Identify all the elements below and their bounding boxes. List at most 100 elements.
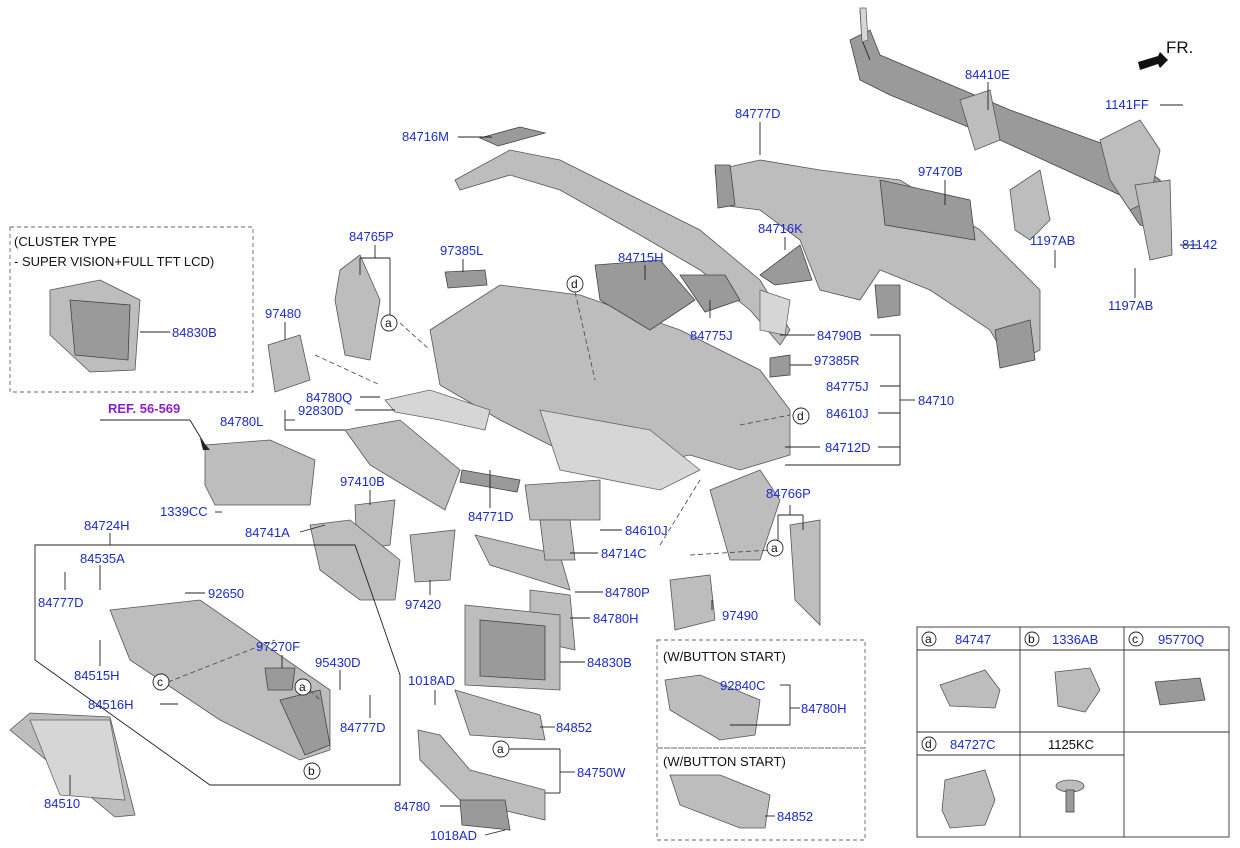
callout-d-1: d: [566, 275, 584, 293]
cluster-hood-part: [49, 279, 141, 373]
part-label-84610J-2[interactable]: 84610J: [625, 523, 668, 538]
part-labels: 84410E 1141FF 84777D 97470B 81142 1197AB…: [38, 67, 1217, 843]
lower-center-parts: [417, 604, 561, 831]
svg-text:a: a: [497, 742, 504, 756]
callout-b: b: [303, 762, 321, 780]
part-label-97480[interactable]: 97480: [265, 306, 301, 321]
part-label-95430D[interactable]: 95430D: [315, 655, 361, 670]
legend-part-1336AB[interactable]: 1336AB: [1052, 632, 1098, 647]
part-label-97385L[interactable]: 97385L: [440, 243, 483, 258]
front-direction-indicator: FR.: [1138, 38, 1193, 70]
legend-table: a 84747 b 1336AB c 95770Q d 84727C 1125K…: [916, 626, 1230, 838]
part-label-84830B-2[interactable]: 84830B: [587, 655, 632, 670]
leader-lines: [64, 82, 1198, 836]
part-label-92650[interactable]: 92650: [208, 586, 244, 601]
legend-cell-b: b 1336AB: [1024, 631, 1101, 713]
button-start-box-2: [656, 747, 866, 841]
switch-95770Q-icon: [1154, 677, 1206, 706]
part-label-97385R[interactable]: 97385R: [814, 353, 860, 368]
svg-text:c: c: [157, 675, 163, 689]
part-label-84771D[interactable]: 84771D: [468, 509, 514, 524]
part-label-84410E[interactable]: 84410E: [965, 67, 1010, 82]
callout-a-1: a: [380, 314, 398, 332]
part-label-1018AD-2[interactable]: 1018AD: [430, 828, 477, 843]
legend-part-84727C[interactable]: 84727C: [950, 737, 996, 752]
part-label-84716M[interactable]: 84716M: [402, 129, 449, 144]
part-label-84780H-2[interactable]: 84780H: [801, 701, 847, 716]
part-label-84766P[interactable]: 84766P: [766, 486, 811, 501]
part-label-92840C[interactable]: 92840C: [720, 678, 766, 693]
callout-circles: a d d a c a b a: [152, 275, 810, 780]
callout-d-2: d: [792, 407, 810, 425]
legend-cell-c: c 95770Q: [1128, 631, 1206, 706]
part-label-97470B[interactable]: 97470B: [918, 164, 963, 179]
part-label-84516H[interactable]: 84516H: [88, 697, 134, 712]
legend-part-1125KC[interactable]: 1125KC: [1048, 737, 1094, 752]
part-label-1339CC[interactable]: 1339CC: [160, 504, 208, 519]
part-label-84741A[interactable]: 84741A: [245, 525, 290, 540]
svg-text:a: a: [385, 316, 392, 330]
part-label-84765P[interactable]: 84765P: [349, 229, 394, 244]
part-label-84780Q[interactable]: 84780Q: [306, 390, 352, 405]
part-label-97410B[interactable]: 97410B: [340, 474, 385, 489]
part-label-84790B[interactable]: 84790B: [817, 328, 862, 343]
part-label-1141FF[interactable]: 1141FF: [1105, 97, 1149, 112]
svg-text:b: b: [308, 764, 315, 778]
clip-1336AB-icon: [1054, 667, 1101, 713]
part-label-97270F[interactable]: 97270F: [256, 639, 300, 654]
part-label-84777D[interactable]: 84777D: [735, 106, 781, 121]
callout-a-2: a: [766, 539, 784, 557]
button-start-title-1: (W/BUTTON START): [663, 649, 786, 664]
part-label-84714C[interactable]: 84714C: [601, 546, 647, 561]
part-label-97420[interactable]: 97420: [405, 597, 441, 612]
part-label-92830D[interactable]: 92830D: [298, 403, 344, 418]
button-start-title-2: (W/BUTTON START): [663, 754, 786, 769]
cluster-type-subtitle: - SUPER VISION+FULL TFT LCD): [14, 254, 214, 269]
part-label-84515H[interactable]: 84515H: [74, 668, 120, 683]
ref-label[interactable]: REF. 56-569: [108, 401, 180, 416]
part-label-84712D[interactable]: 84712D: [825, 440, 871, 455]
part-label-97490[interactable]: 97490: [722, 608, 758, 623]
part-label-84710[interactable]: 84710: [918, 393, 954, 408]
front-label: FR.: [1166, 38, 1193, 57]
part-label-84780L[interactable]: 84780L: [220, 414, 263, 429]
svg-text:c: c: [1132, 632, 1138, 646]
part-label-84852-2[interactable]: 84852: [777, 809, 813, 824]
part-label-84724H[interactable]: 84724H: [84, 518, 130, 533]
svg-text:d: d: [925, 737, 932, 751]
part-label-84716K[interactable]: 84716K: [758, 221, 803, 236]
legend-part-95770Q[interactable]: 95770Q: [1158, 632, 1204, 647]
part-label-84852[interactable]: 84852: [556, 720, 592, 735]
legend-part-84747[interactable]: 84747: [955, 632, 991, 647]
part-label-84610J[interactable]: 84610J: [826, 406, 869, 421]
part-label-84510[interactable]: 84510: [44, 796, 80, 811]
part-label-84830B[interactable]: 84830B: [172, 325, 217, 340]
svg-text:b: b: [1028, 632, 1035, 646]
bolt-1125KC-icon: [1055, 779, 1085, 813]
crossmember-frame: [849, 7, 1173, 261]
callout-a-4: a: [492, 740, 510, 758]
svg-text:d: d: [797, 409, 804, 423]
button-start-parts: [664, 674, 771, 829]
part-label-84780[interactable]: 84780: [394, 799, 430, 814]
part-label-84780P[interactable]: 84780P: [605, 585, 650, 600]
part-label-1018AD[interactable]: 1018AD: [408, 673, 455, 688]
cluster-type-box: [9, 226, 254, 393]
part-label-1197AB-2[interactable]: 1197AB: [1108, 298, 1153, 313]
legend-cell-1125KC: 1125KC: [1048, 737, 1094, 813]
part-label-84775J[interactable]: 84775J: [690, 328, 733, 343]
legend-cell-d: d 84727C: [921, 736, 996, 829]
part-label-84535A[interactable]: 84535A: [80, 551, 125, 566]
part-label-84750W[interactable]: 84750W: [577, 765, 626, 780]
part-label-84715H[interactable]: 84715H: [618, 250, 664, 265]
clip-84727C-icon: [941, 769, 996, 829]
button-start-box-1: [656, 639, 866, 749]
part-label-84775J-2[interactable]: 84775J: [826, 379, 869, 394]
part-label-84780H[interactable]: 84780H: [593, 611, 639, 626]
part-label-1197AB[interactable]: 1197AB: [1030, 233, 1075, 248]
part-label-84777D-3[interactable]: 84777D: [340, 720, 386, 735]
part-label-84777D-2[interactable]: 84777D: [38, 595, 84, 610]
svg-text:a: a: [925, 632, 932, 646]
part-label-81142[interactable]: 81142: [1182, 237, 1217, 252]
